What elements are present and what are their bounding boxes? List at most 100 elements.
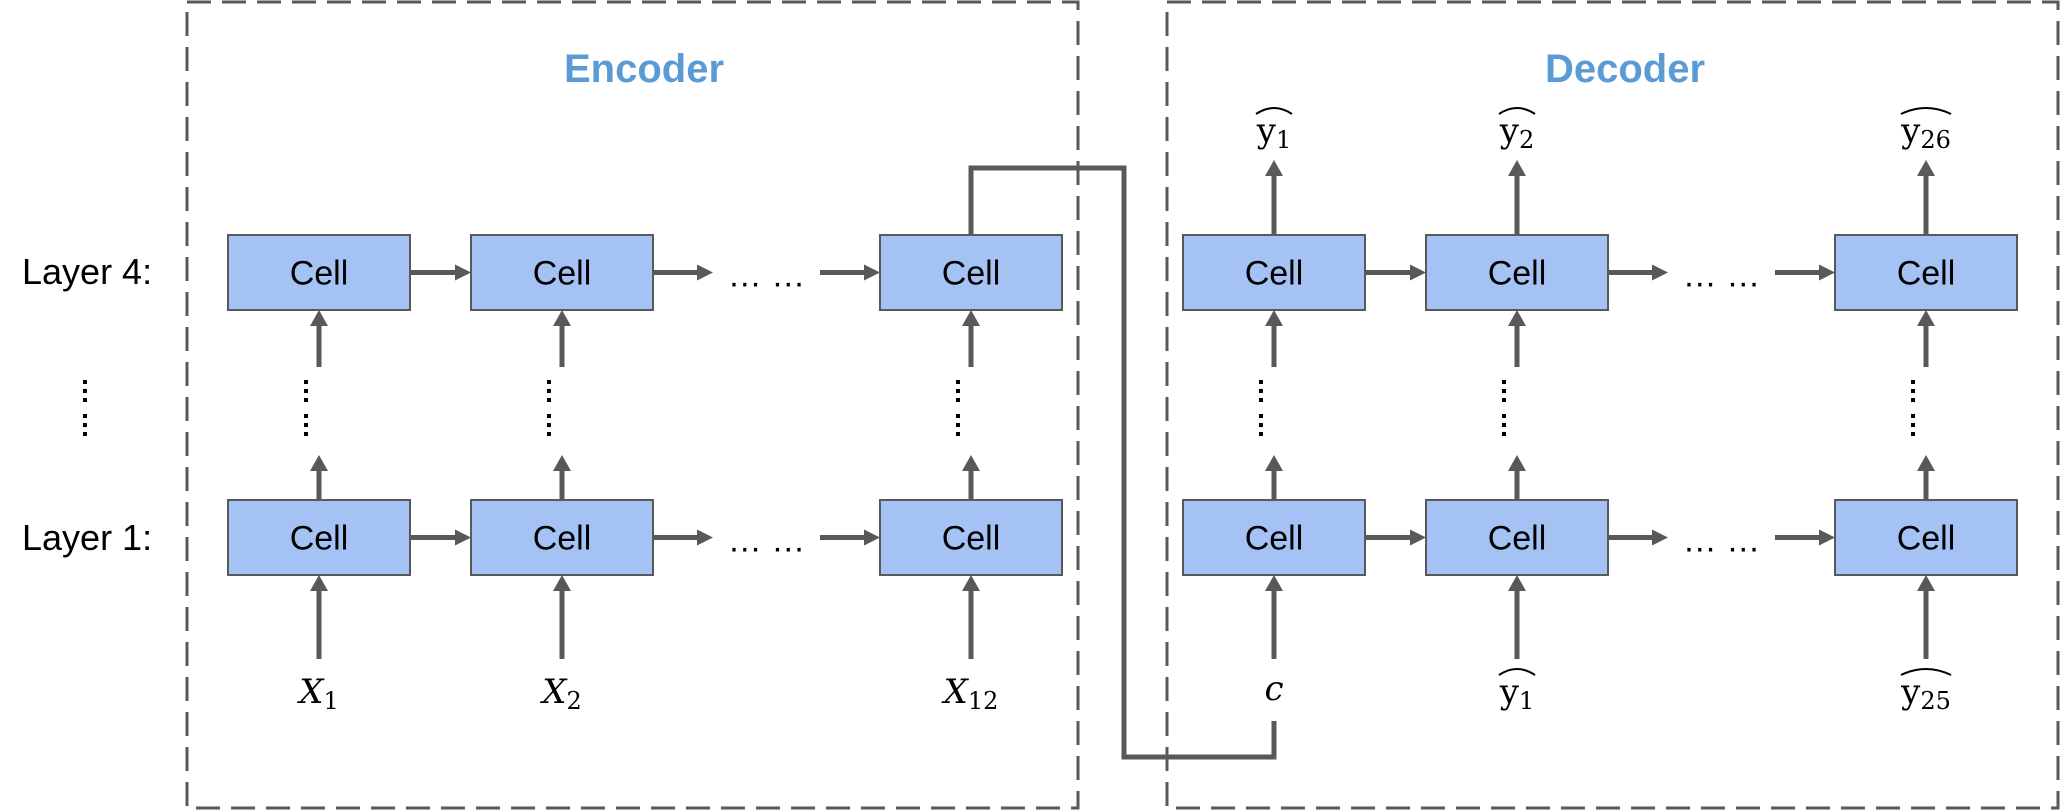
cell-box (879, 234, 1063, 311)
vertical-dot (304, 389, 308, 393)
cell-box (879, 499, 1063, 576)
encoder-input-label-3-text: X12 (941, 672, 999, 715)
encoder-right-arrow-0-a-head (455, 264, 471, 281)
vertical-dot (547, 389, 551, 393)
cell-label: Cell (1897, 520, 1956, 558)
encoder-input-label-1-text: X1 (296, 672, 339, 715)
vertical-dot (1502, 414, 1506, 418)
encoder-frame (185, 0, 1080, 810)
vertical-dot (1911, 414, 1915, 418)
cell-label: Cell (1245, 520, 1304, 558)
cell-label: Cell (533, 255, 592, 293)
cell-box (1182, 499, 1366, 576)
decoder-input-label-2: y1 (1498, 668, 1536, 715)
vertical-dot (1259, 380, 1263, 384)
vertical-dot (1911, 423, 1915, 427)
encoder-input-label-1: X1 (296, 672, 339, 715)
cell-label: Cell (290, 520, 349, 558)
vertical-dot (1259, 398, 1263, 402)
encoder-input-arrow-3-head (962, 575, 980, 591)
vertical-dot (547, 414, 551, 418)
encoder-vertical-ellipsis-2 (547, 380, 551, 436)
encoder-right-arrow-0-c-head (864, 264, 880, 281)
decoder-output-label-2-text: y2 (1499, 111, 1535, 154)
encoder-cell-layer4-1: Cell (227, 234, 411, 311)
vertical-dot (1502, 380, 1506, 384)
cell-box (470, 499, 654, 576)
vertical-dot (83, 398, 87, 402)
encoder-horizontal-ellipsis: … … (728, 522, 805, 560)
decoder-output-label-3-text: y26 (1900, 111, 1951, 154)
encoder-cell-layer1-1: Cell (227, 499, 411, 576)
vertical-dot (956, 432, 960, 436)
encoder-right-arrow-1-b-head (697, 529, 713, 546)
vertical-dot (956, 398, 960, 402)
layer-ellipsis-dots (83, 380, 87, 436)
vertical-dot (304, 398, 308, 402)
decoder-input-label-2-text: y1 (1499, 672, 1535, 715)
encoder-input-label-2-text: X2 (539, 672, 582, 715)
context-connector (968, 165, 1277, 760)
hat-accent (1900, 668, 1952, 676)
decoder-input-label-1-text: c (1264, 669, 1283, 709)
encoder-input-arrow-1-head (310, 575, 328, 591)
cell-label: Cell (1488, 255, 1547, 293)
cell-box (1425, 234, 1609, 311)
encoder-up-arrow-l4-2-head (553, 310, 571, 326)
hat-accent (1900, 107, 1952, 115)
vertical-dot (547, 432, 551, 436)
cell-box (1834, 499, 2018, 576)
cell-box (227, 499, 411, 576)
encoder-vertical-ellipsis-3 (956, 380, 960, 436)
decoder-vertical-ellipsis-3 (1911, 380, 1915, 436)
decoder-right-arrow-0-c-head (1819, 264, 1835, 281)
decoder-title: Decoder (1545, 47, 1705, 91)
hat-accent (1255, 107, 1293, 115)
vertical-dot (83, 380, 87, 384)
encoder-cell-layer1-2: Cell (470, 499, 654, 576)
cell-label: Cell (290, 255, 349, 293)
decoder-right-arrow-1-b-head (1652, 529, 1668, 546)
vertical-dot (547, 423, 551, 427)
cell-box (1425, 499, 1609, 576)
vertical-dot (1259, 389, 1263, 393)
encoder-input-label-2: X2 (539, 672, 582, 715)
encoder-cell-layer4-2: Cell (470, 234, 654, 311)
encoder-input-label-3: X12 (941, 672, 999, 715)
decoder-cell-layer1-1: Cell (1182, 499, 1366, 576)
decoder-cell-layer4-1: Cell (1182, 234, 1366, 311)
cell-box (1834, 234, 2018, 311)
encoder-up-arrow-l4-1-head (310, 310, 328, 326)
decoder-up-arrow-l1-2-head (1508, 455, 1526, 471)
decoder-cell-layer1-2: Cell (1425, 499, 1609, 576)
encoder-horizontal-ellipsis: … … (728, 257, 805, 295)
vertical-dot (1502, 398, 1506, 402)
decoder-frame (1165, 0, 2060, 810)
encoder-up-arrow-l4-3-head (962, 310, 980, 326)
vertical-dot (1259, 423, 1263, 427)
cell-label: Cell (942, 520, 1001, 558)
decoder-cell-layer4-2: Cell (1425, 234, 1609, 311)
vertical-dot (304, 432, 308, 436)
cell-box (470, 234, 654, 311)
decoder-output-label-1: y1 (1255, 107, 1293, 154)
decoder-output-label-2: y2 (1498, 107, 1536, 154)
decoder-input-label-3: y25 (1900, 668, 1952, 715)
decoder-cell-layer1-3: Cell (1834, 499, 2018, 576)
cell-label: Cell (1897, 255, 1956, 293)
layer-1-label: Layer 1: (22, 517, 152, 558)
decoder-input-label-1: c (1264, 669, 1283, 709)
decoder-output-arrow-2-head (1508, 160, 1526, 176)
hat-accent (1498, 668, 1536, 676)
cells-group: CellCellCellCellCellCellCellCellCellCell… (227, 234, 2018, 576)
vertical-dot (1911, 380, 1915, 384)
vertical-dot (547, 380, 551, 384)
encoder-up-arrow-l1-1-head (310, 455, 328, 471)
decoder-up-arrow-l4-3-head (1917, 310, 1935, 326)
vertical-dot (1259, 432, 1263, 436)
decoder-up-arrow-l1-1-head (1265, 455, 1283, 471)
decoder-vertical-ellipsis-1 (1259, 380, 1263, 436)
decoder-input-arrow-1-head (1265, 575, 1283, 591)
